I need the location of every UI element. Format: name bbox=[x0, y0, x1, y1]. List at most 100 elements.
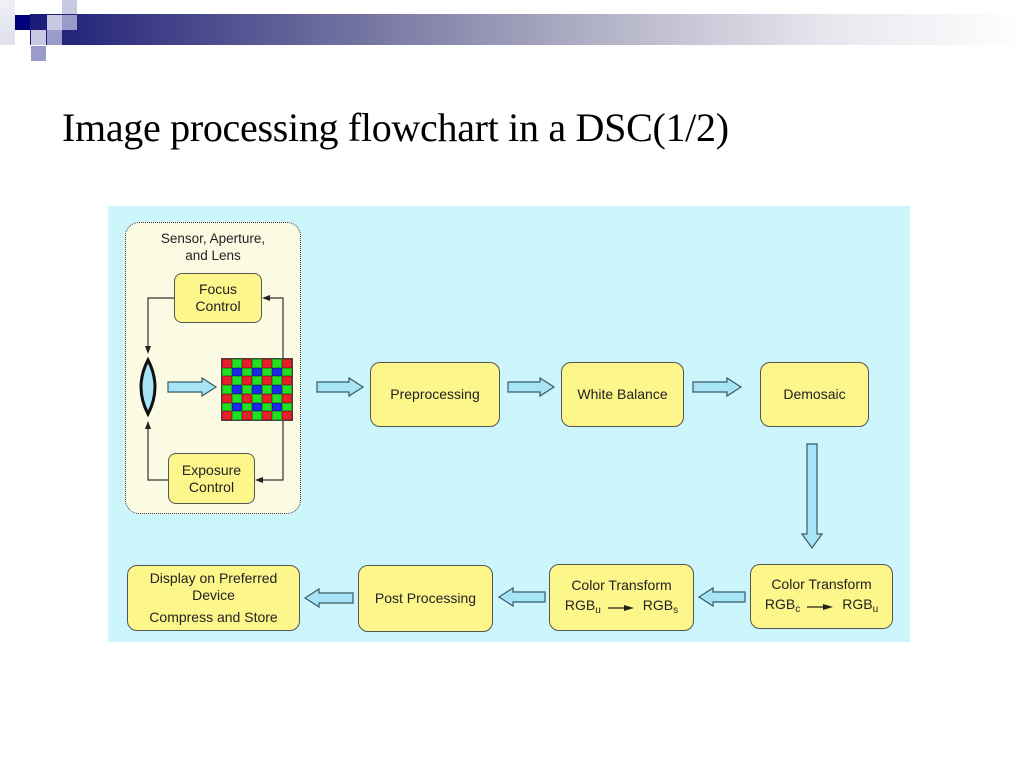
header-square-fade bbox=[0, 0, 15, 45]
bayer-cell bbox=[272, 367, 282, 377]
bayer-cell bbox=[232, 359, 242, 368]
exposure-control-line1: Exposure bbox=[181, 461, 242, 478]
lens-to-sensor-arrow bbox=[167, 376, 218, 398]
color-transform-2-to-post-arrow bbox=[497, 586, 546, 608]
sensor-to-preprocessing-arrow bbox=[316, 376, 365, 398]
white-balance-box: White Balance bbox=[561, 362, 684, 427]
header-square-low2 bbox=[47, 30, 62, 45]
demosaic-to-color-transform-arrow bbox=[800, 443, 824, 550]
bayer-cell bbox=[232, 367, 242, 377]
bayer-cell bbox=[222, 402, 232, 412]
bayer-cell bbox=[242, 385, 252, 394]
bayer-cell bbox=[282, 385, 292, 394]
preprocessing-box: Preprocessing bbox=[370, 362, 500, 427]
bayer-cell bbox=[222, 411, 232, 420]
bayer-cell bbox=[252, 367, 262, 377]
bayer-cell bbox=[252, 359, 262, 368]
header-gradient-bar bbox=[30, 14, 1024, 45]
output-display-store-box: Display on Preferred Device Compress and… bbox=[127, 565, 300, 631]
bayer-cell bbox=[262, 393, 272, 403]
bayer-cell bbox=[222, 385, 232, 394]
bayer-cell bbox=[262, 376, 272, 386]
bayer-cell bbox=[222, 359, 232, 368]
bayer-cell bbox=[262, 411, 272, 420]
color-transform-1-to-2-arrow bbox=[697, 586, 746, 608]
color-transform-1-formula: RGBc RGBu bbox=[765, 596, 878, 618]
post-processing-label: Post Processing bbox=[374, 590, 477, 606]
white-balance-to-demosaic-arrow bbox=[692, 376, 743, 398]
white-balance-label: White Balance bbox=[577, 386, 668, 402]
bayer-cell bbox=[222, 376, 232, 386]
bayer-cell bbox=[222, 367, 232, 377]
bayer-cell bbox=[242, 393, 252, 403]
bayer-cell bbox=[282, 376, 292, 386]
right-arrow-icon bbox=[807, 603, 834, 610]
sensor-group-title-line2: and Lens bbox=[185, 248, 241, 263]
bayer-cell bbox=[272, 376, 282, 386]
demosaic-box: Demosaic bbox=[760, 362, 869, 427]
output-line3: Compress and Store bbox=[149, 609, 278, 625]
bayer-cell bbox=[252, 376, 262, 386]
focus-control-box: Focus Control bbox=[174, 273, 262, 323]
bayer-cell bbox=[282, 367, 292, 377]
bayer-cell bbox=[232, 385, 242, 394]
color-transform-2-to: RGBs bbox=[642, 596, 679, 616]
bayer-cell bbox=[272, 411, 282, 420]
bayer-cell bbox=[242, 411, 252, 420]
bayer-cell bbox=[282, 402, 292, 412]
bayer-cell bbox=[272, 402, 282, 412]
slide-title: Image processing flowchart in a DSC(1/2) bbox=[62, 105, 729, 150]
header-square-low1 bbox=[31, 30, 46, 45]
bayer-cell bbox=[252, 393, 262, 403]
focus-to-lens-line bbox=[145, 297, 174, 354]
exposure-control-box: Exposure Control bbox=[168, 453, 255, 504]
preprocessing-label: Preprocessing bbox=[390, 386, 480, 402]
bayer-cell bbox=[232, 376, 242, 386]
focus-control-line1: Focus bbox=[198, 281, 238, 297]
bayer-cell bbox=[222, 393, 232, 403]
bayer-cell bbox=[242, 367, 252, 377]
output-line1: Display on Preferred bbox=[149, 570, 278, 586]
bayer-cell bbox=[262, 359, 272, 368]
exposure-to-lens-line bbox=[145, 421, 168, 481]
bayer-cell bbox=[232, 402, 242, 412]
sensor-group-title: Sensor, Aperture, and Lens bbox=[125, 230, 301, 264]
color-transform-1-to: RGBu bbox=[842, 595, 879, 615]
bayer-cell bbox=[272, 385, 282, 394]
bayer-cell bbox=[282, 393, 292, 403]
header-square-mid bbox=[47, 15, 62, 30]
focus-control-line2: Control bbox=[195, 298, 241, 314]
header-square-dark bbox=[15, 15, 30, 30]
bayer-cell bbox=[252, 411, 262, 420]
color-transform-1-from: RGBc bbox=[764, 595, 801, 615]
bayer-cell bbox=[262, 402, 272, 412]
header-square-light-top bbox=[62, 0, 77, 14]
bayer-cell bbox=[242, 359, 252, 368]
header-square-bottom bbox=[31, 46, 46, 61]
header-square-mid2 bbox=[62, 15, 77, 30]
exposure-control-line2: Control bbox=[188, 478, 235, 495]
bayer-sensor-icon bbox=[221, 358, 293, 421]
color-transform-u-to-s-box: Color Transform RGBu RGBs bbox=[549, 564, 694, 631]
sensor-to-exposure-line bbox=[255, 421, 284, 483]
bayer-cell bbox=[262, 367, 272, 377]
bayer-cell bbox=[262, 385, 272, 394]
post-to-output-arrow bbox=[303, 587, 354, 609]
bayer-cell bbox=[252, 402, 262, 412]
demosaic-label: Demosaic bbox=[783, 386, 846, 402]
color-transform-2-title: Color Transform bbox=[571, 576, 672, 593]
post-processing-box: Post Processing bbox=[358, 565, 493, 632]
bayer-cell bbox=[232, 411, 242, 420]
sensor-to-focus-line bbox=[262, 295, 284, 358]
preprocessing-to-white-balance-arrow bbox=[507, 376, 556, 398]
bayer-cell bbox=[242, 376, 252, 386]
color-transform-2-from: RGBu bbox=[564, 596, 601, 616]
bayer-cell bbox=[272, 359, 282, 368]
bayer-cell bbox=[272, 393, 282, 403]
bayer-cell bbox=[282, 411, 292, 420]
bayer-cell bbox=[242, 402, 252, 412]
bayer-cell bbox=[252, 385, 262, 394]
right-arrow-icon bbox=[607, 604, 634, 611]
color-transform-2-formula: RGBu RGBs bbox=[565, 597, 678, 619]
